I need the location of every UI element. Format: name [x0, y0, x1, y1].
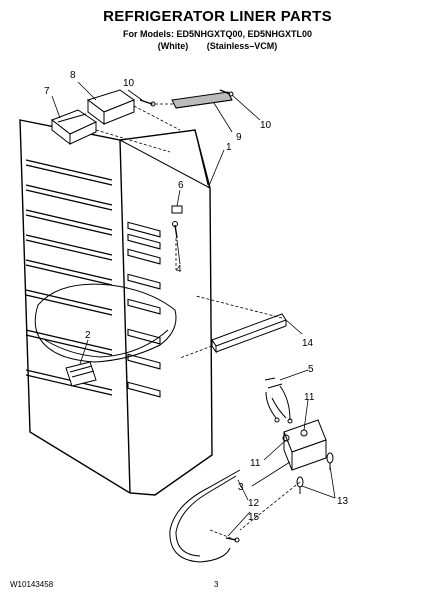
callout-3: 3	[238, 482, 244, 493]
part-6	[171, 205, 183, 214]
part-2	[65, 361, 97, 387]
callout-5: 5	[308, 364, 314, 375]
part-9	[171, 91, 233, 109]
callout-7: 7	[44, 86, 50, 97]
part-3	[282, 419, 327, 471]
part-14	[211, 313, 287, 354]
callout-13: 13	[337, 496, 349, 507]
callout-10-top: 10	[123, 78, 135, 89]
part-4	[172, 221, 178, 239]
part-15	[225, 537, 240, 543]
part-10-screw-left	[139, 99, 156, 107]
part-7	[50, 109, 98, 146]
document-code: W10143458	[10, 580, 54, 589]
callout-1: 1	[226, 142, 232, 153]
callout-9: 9	[236, 132, 242, 143]
part-5	[264, 377, 293, 424]
callout-14: 14	[302, 338, 314, 349]
callout-8: 8	[70, 70, 76, 81]
part-12	[169, 469, 241, 563]
callout-12: 12	[248, 498, 260, 509]
variant-white: (White)	[157, 41, 189, 51]
variant-stainless: (Stainless–VCM)	[206, 41, 278, 51]
callout-10-right: 10	[260, 120, 272, 131]
model-variants: (White) (Stainless–VCM)	[0, 41, 435, 51]
callout-4: 4	[176, 264, 182, 275]
callout-6: 6	[178, 180, 184, 191]
callout-2: 2	[85, 330, 91, 341]
callout-15: 15	[248, 512, 260, 523]
callout-11-left: 11	[250, 458, 261, 469]
part-10-screw-right	[219, 89, 234, 97]
model-numbers: For Models: ED5NHGXTQ00, ED5NHGXTL00	[122, 29, 313, 39]
callout-11-right: 11	[304, 392, 315, 403]
diagram-title: REFRIGERATOR LINER PARTS	[103, 8, 332, 25]
page-number: 3	[214, 580, 219, 589]
part-8	[86, 89, 136, 125]
liner-part-1	[19, 119, 213, 496]
